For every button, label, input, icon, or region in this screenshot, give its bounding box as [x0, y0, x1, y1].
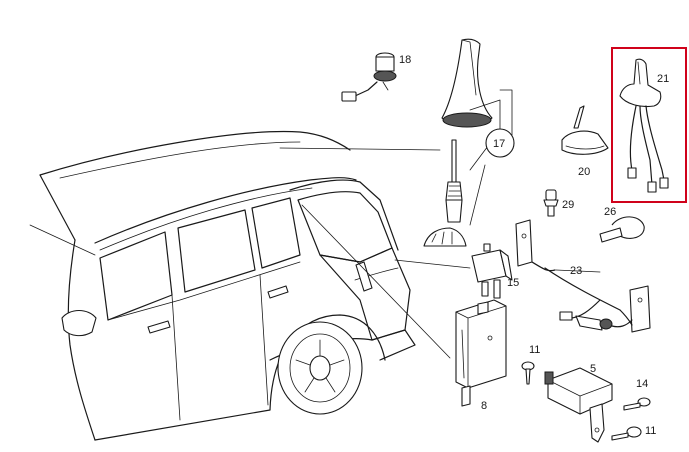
part-11-screw-bottom: 11 — [611, 425, 656, 441]
callout-21: 21 — [657, 73, 669, 85]
callout-8: 8 — [481, 400, 487, 412]
part-20-antenna: 20 — [561, 105, 609, 178]
part-11-screw-top: 11 — [521, 344, 540, 385]
callout-20: 20 — [578, 166, 590, 178]
part-29-clip: 29 — [543, 189, 574, 217]
callout-17: 17 — [493, 138, 505, 150]
part-14-screw: 14 — [623, 378, 651, 411]
part-26-cable-tie: 26 — [599, 206, 645, 243]
part-8-control-unit: 8 — [455, 299, 507, 412]
highlight-frame — [611, 47, 687, 203]
callout-26: 26 — [604, 206, 616, 218]
callout-18: 18 — [399, 54, 411, 66]
part-5-module: 5 — [544, 363, 613, 443]
callout-5: 5 — [590, 363, 596, 375]
part-21-antenna-cable: 21 — [611, 47, 687, 203]
callout-11-bottom: 11 — [645, 425, 656, 437]
callout-23: 23 — [570, 265, 582, 277]
vehicle-body — [29, 130, 471, 441]
callout-29: 29 — [562, 199, 574, 211]
part-18-connector: 18 — [341, 52, 411, 102]
callout-14: 14 — [636, 378, 648, 390]
part-15-amplifier: 15 — [471, 243, 519, 299]
part-23-cable: 23 — [515, 219, 651, 333]
fin-antenna: 17 — [423, 38, 515, 247]
callout-15: 15 — [507, 277, 519, 289]
callout-11-top: 11 — [529, 344, 540, 356]
